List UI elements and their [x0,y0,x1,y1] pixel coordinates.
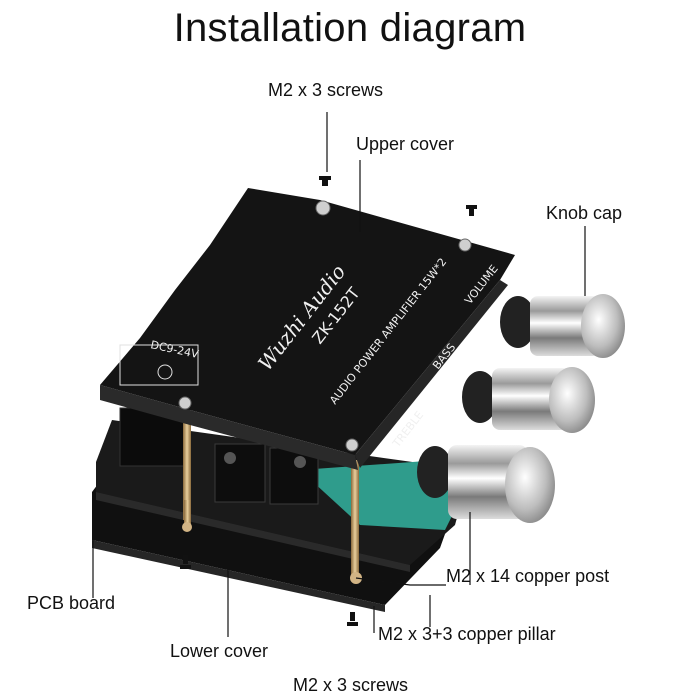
label-knob-cap: Knob cap [546,203,623,223]
label-lower-cover: Lower cover [170,641,269,661]
leader-lines [92,112,586,637]
label-upper-cover: Upper cover [356,134,455,154]
screw-icon [180,176,477,626]
label-pcb-board: PCB board [27,593,116,613]
page-title: Installation diagram [173,6,527,50]
label-copper-post: M2 x 14 copper post [446,566,610,586]
knob-cap [417,294,625,523]
label-screws-top: M2 x 3 screws [268,80,384,100]
copper-post [183,420,359,575]
label-screws-bottom: M2 x 3 screws [293,675,409,695]
label-copper-pillar: M2 x 3+3 copper pillar [378,624,556,644]
upper-cover: ZK-152T AUDIO POWER AMPLIFIER 15W*2 Wuzh… [100,188,515,470]
